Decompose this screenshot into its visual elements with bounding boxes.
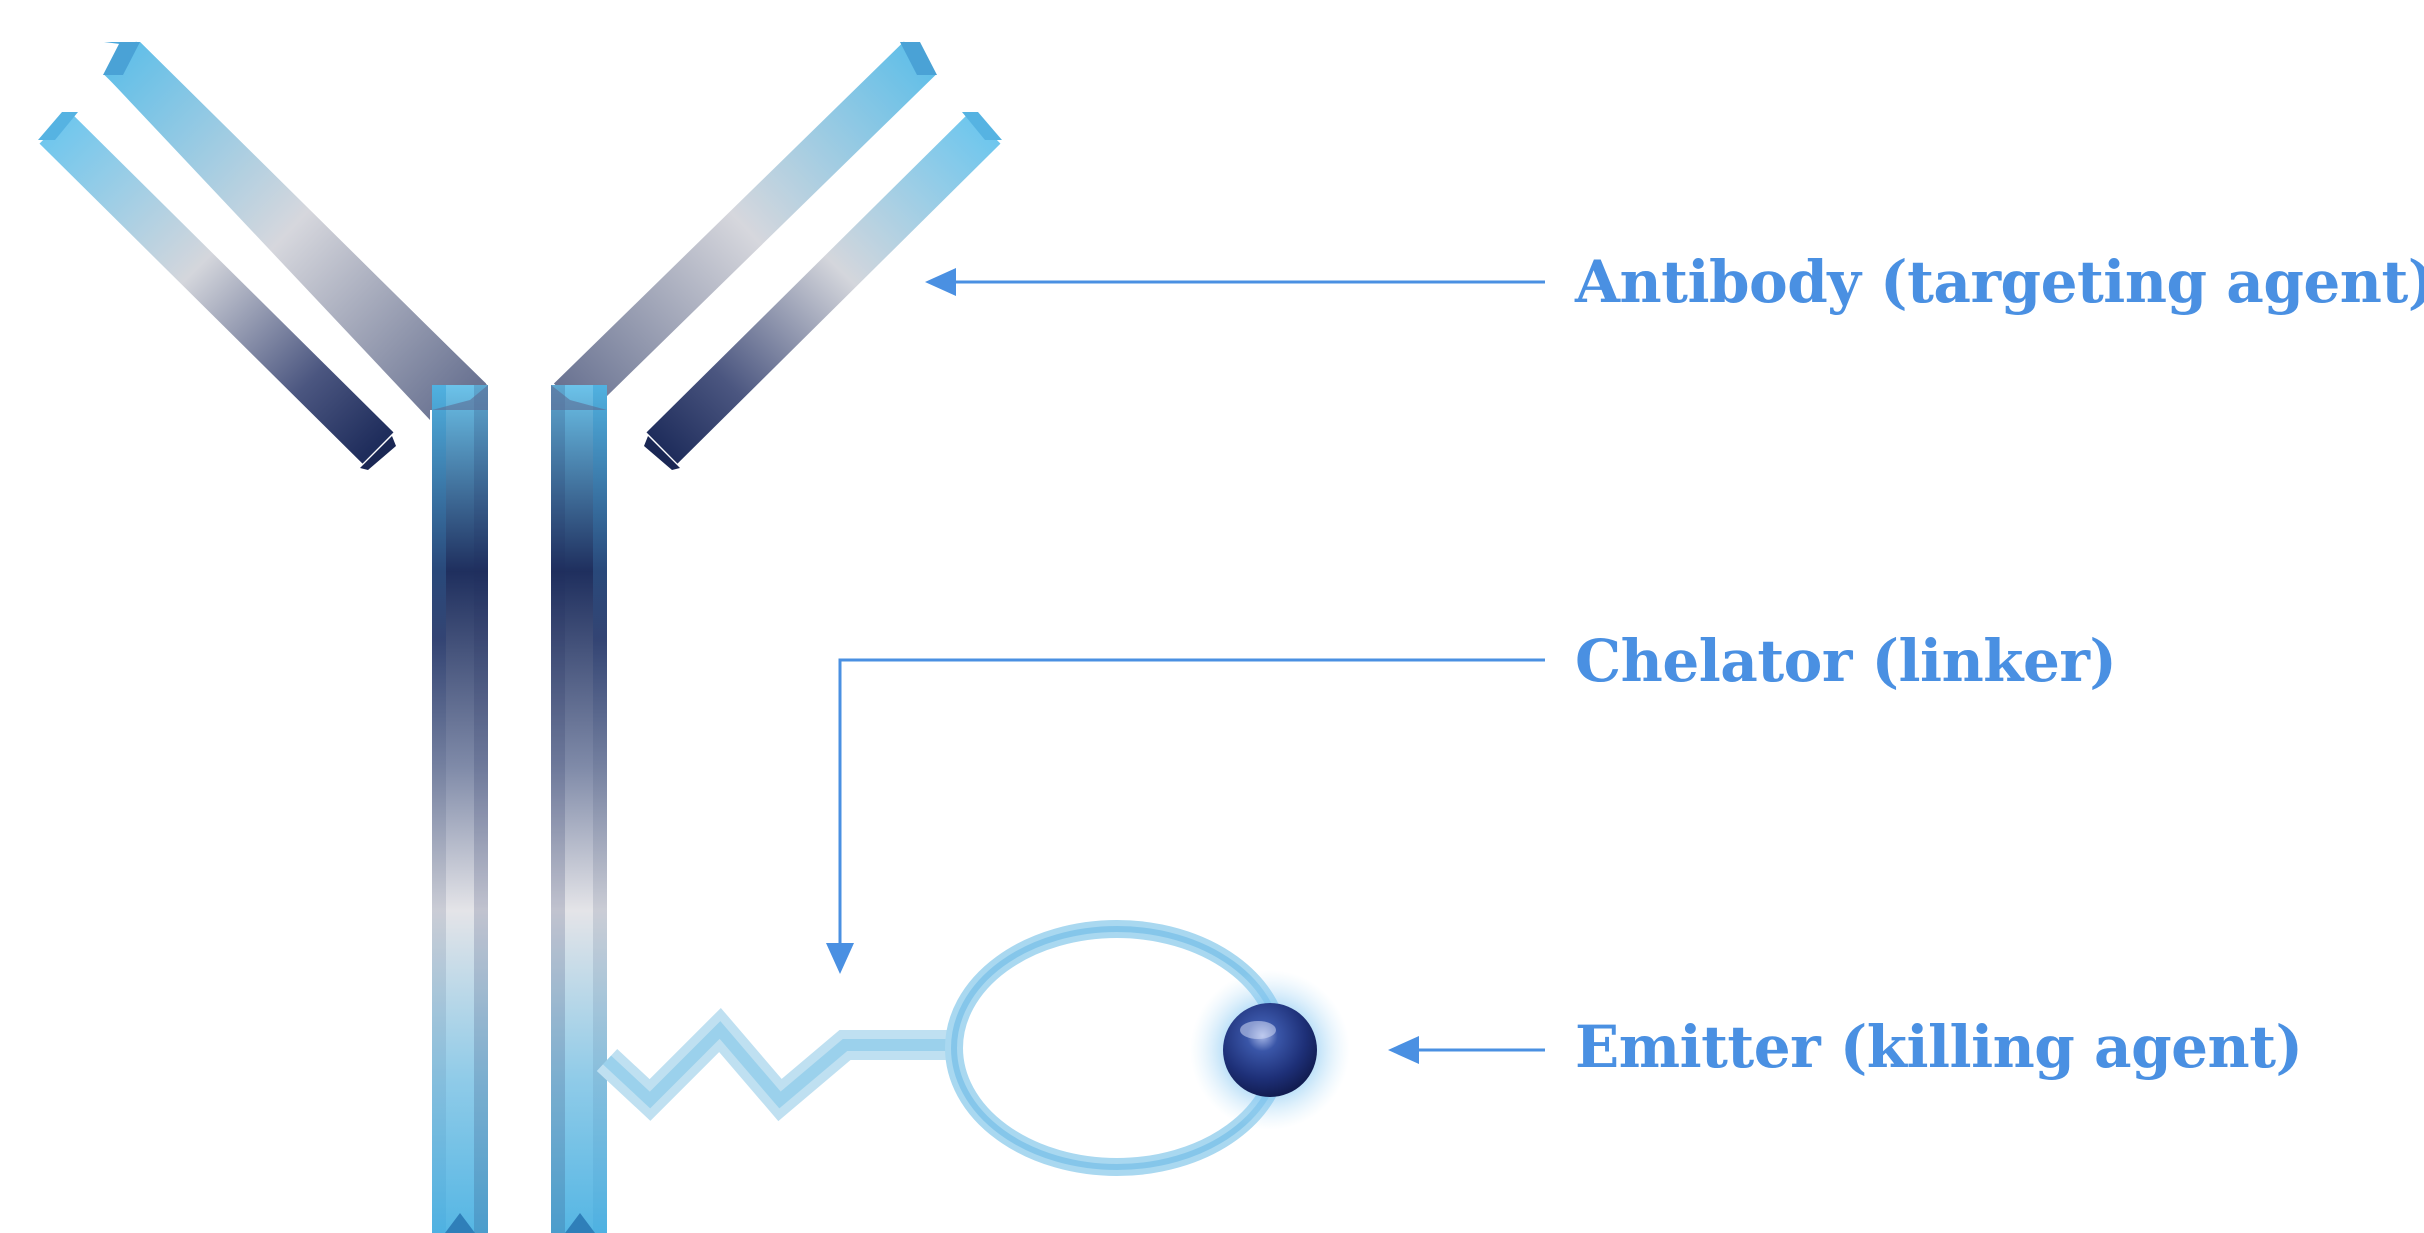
emitter-particle	[1190, 970, 1350, 1130]
emitter-label: Emitter (killing agent)	[1575, 1018, 2302, 1076]
chelator-label: Chelator (linker)	[1575, 632, 2116, 690]
chelator-linker	[607, 929, 1280, 1167]
antibody-callout-arrow	[925, 268, 1545, 296]
emitter-callout-arrow	[1388, 1036, 1545, 1064]
chelator-callout-arrow	[826, 660, 1545, 974]
antibody-label: Antibody (targeting agent)	[1575, 253, 2424, 311]
